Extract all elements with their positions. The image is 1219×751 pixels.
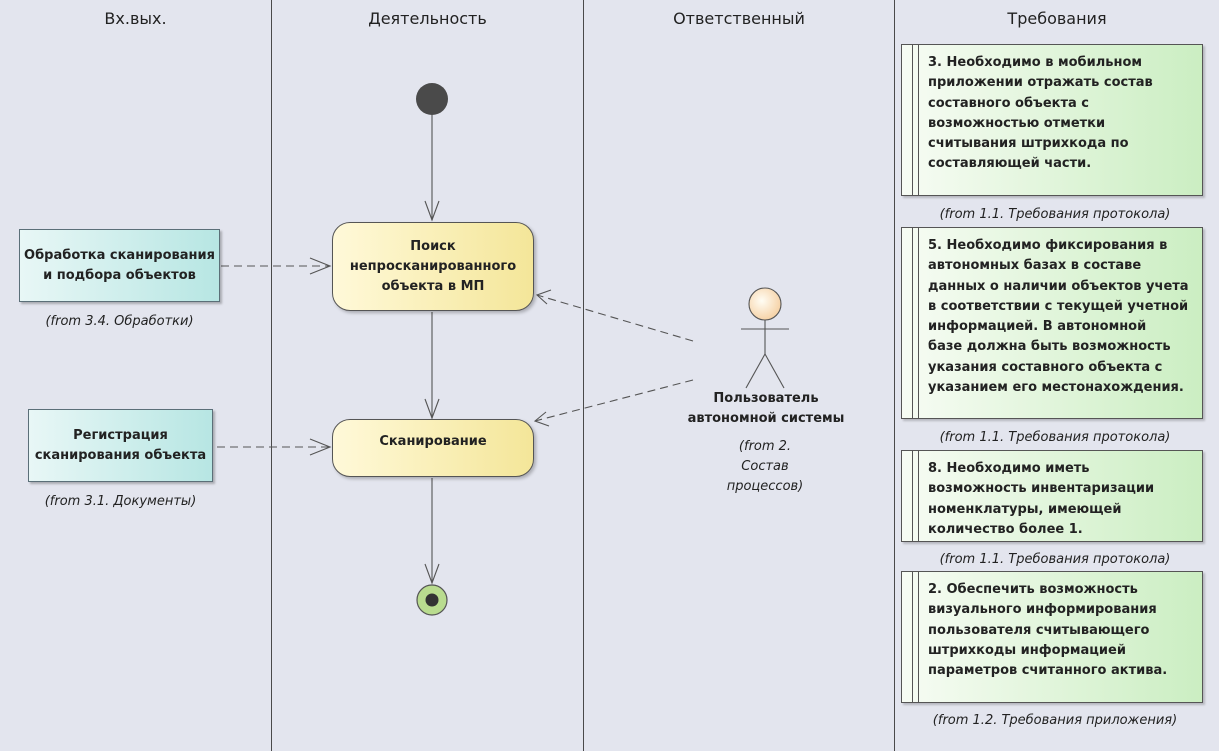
- lane-header-requirements: Требования: [1007, 9, 1107, 28]
- arrowhead: [309, 438, 332, 456]
- object-scan-registration[interactable]: Регистрация сканирования объекта: [28, 409, 213, 482]
- requirement-bar: [918, 45, 919, 195]
- requirement-bar: [918, 228, 919, 418]
- requirement-5-text: 5. Необходимо фиксирования в автономных …: [928, 238, 1189, 396]
- requirement-bar: [918, 572, 919, 702]
- requirement-5-source: (from 1.1. Требования протокола): [939, 430, 1171, 445]
- requirement-2-source: (from 1.2. Требования приложения): [932, 713, 1178, 728]
- lane-divider: [583, 0, 584, 751]
- requirement-3-text: 3. Необходимо в мобильном приложении отр…: [928, 55, 1153, 172]
- dependency: [534, 379, 694, 422]
- actor-head: [748, 287, 782, 321]
- actor-source: (from 2. Состав процессов): [726, 439, 804, 494]
- action-scanning[interactable]: Сканирование: [332, 419, 534, 477]
- requirement-bar: [912, 572, 913, 702]
- lane-header-activity: Деятельность: [368, 9, 487, 28]
- initial-node: [416, 83, 448, 115]
- requirement-2[interactable]: 2. Обеспечить возможность визуального ин…: [901, 571, 1203, 703]
- dependency: [536, 294, 694, 342]
- arrowhead: [535, 289, 552, 305]
- actor-name: Пользователь автономной системы: [687, 391, 845, 426]
- object-scan-processing-source: (from 3.4. Обработки): [45, 314, 194, 329]
- requirement-bar: [918, 451, 919, 541]
- requirement-8-source: (from 1.1. Требования протокола): [939, 552, 1171, 567]
- arrowhead: [424, 398, 440, 420]
- requirement-bar: [912, 228, 913, 418]
- requirement-3-source: (from 1.1. Требования протокола): [939, 207, 1171, 222]
- requirement-3[interactable]: 3. Необходимо в мобильном приложении отр…: [901, 44, 1203, 196]
- object-scan-processing[interactable]: Обработка сканирования и подбора объекто…: [19, 229, 220, 302]
- requirement-5[interactable]: 5. Необходимо фиксирования в автономных …: [901, 227, 1203, 419]
- lane-header-responsible: Ответственный: [673, 9, 805, 28]
- arrowhead: [309, 257, 332, 275]
- requirement-bar: [912, 451, 913, 541]
- requirement-8[interactable]: 8. Необходимо иметь возможность инвентар…: [901, 450, 1203, 542]
- requirement-2-text: 2. Обеспечить возможность визуального ин…: [928, 582, 1168, 679]
- actor-leg: [745, 353, 766, 389]
- requirement-8-text: 8. Необходимо иметь возможность инвентар…: [928, 461, 1155, 537]
- lane-divider: [894, 0, 895, 751]
- action-search-unscanned[interactable]: Поиск непросканированного объекта в МП: [332, 222, 534, 311]
- arrowhead: [533, 411, 550, 427]
- arrowhead: [424, 563, 440, 585]
- arrowhead: [424, 200, 440, 222]
- actor-leg: [764, 353, 785, 389]
- object-scan-registration-source: (from 3.1. Документы): [44, 494, 197, 509]
- requirement-bar: [912, 45, 913, 195]
- final-node-core: [425, 593, 439, 607]
- lane-divider: [271, 0, 272, 751]
- lane-header-io: Вх.вых.: [104, 9, 167, 28]
